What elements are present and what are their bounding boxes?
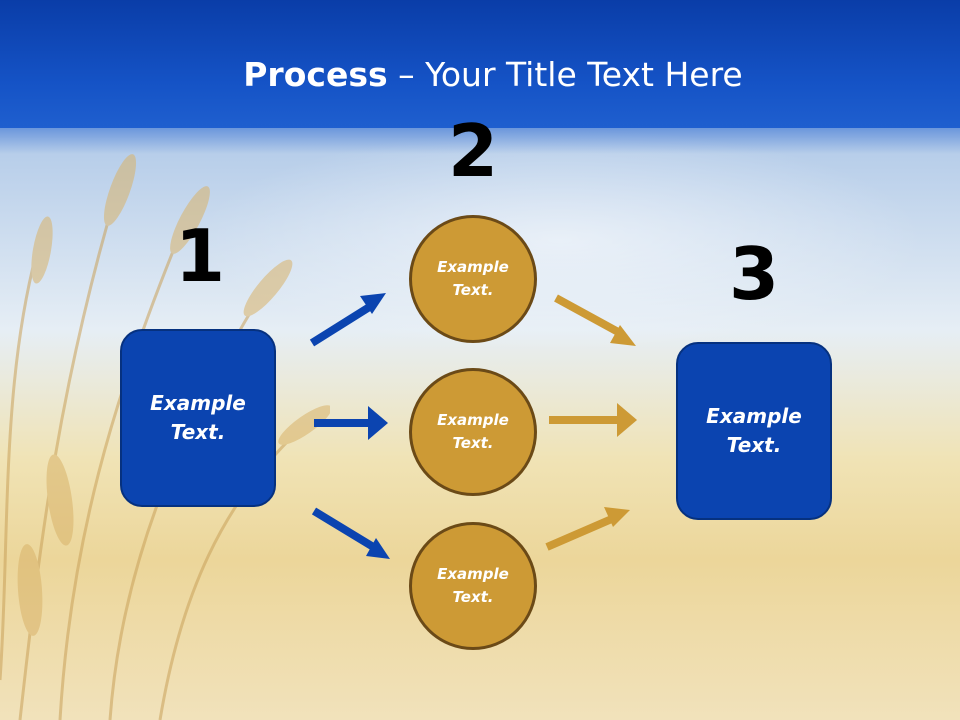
gold-arrow-up	[545, 507, 630, 551]
step-2-circle-top: Example Text.	[409, 215, 537, 343]
circle-middle-text: Example Text.	[437, 411, 509, 452]
gold-arrow-down	[554, 294, 636, 346]
step-number-2: 2	[447, 109, 499, 193]
circle-bottom-text: Example Text.	[437, 565, 509, 606]
step-3-text: Example Text.	[706, 404, 802, 457]
blue-arrow-down	[311, 507, 390, 559]
step-number-3: 3	[728, 232, 780, 316]
wheat-background-illustration	[0, 154, 330, 720]
page-title: Process – Your Title Text Here	[0, 52, 960, 98]
step-2-circle-bottom: Example Text.	[409, 522, 537, 650]
title-bold: Process	[243, 55, 388, 94]
blue-arrow-up	[309, 293, 386, 347]
step-2-circle-middle: Example Text.	[409, 368, 537, 496]
step-1-box: Example Text.	[120, 329, 276, 507]
title-rest: – Your Title Text Here	[387, 55, 743, 94]
title-bar	[0, 0, 960, 128]
circle-top-text: Example Text.	[437, 258, 509, 299]
gold-arrow-right	[549, 403, 637, 437]
step-1-text: Example Text.	[150, 391, 246, 444]
title-bar-fade	[0, 124, 960, 154]
step-3-box: Example Text.	[676, 342, 832, 520]
blue-arrow-right	[314, 406, 388, 440]
step-number-1: 1	[174, 214, 226, 298]
